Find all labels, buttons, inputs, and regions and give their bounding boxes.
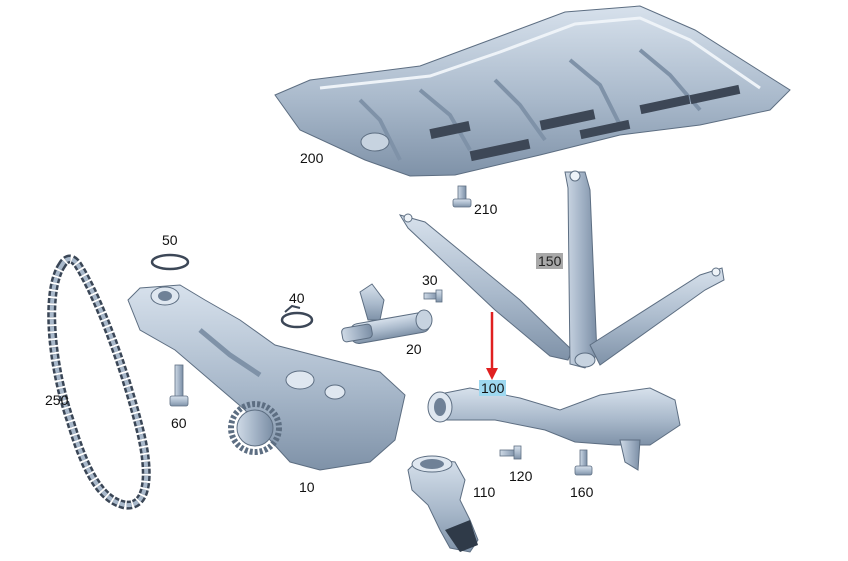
part-40-clip[interactable]: [280, 304, 314, 329]
part-120-bolt[interactable]: [499, 445, 522, 460]
label-150[interactable]: 150: [536, 253, 564, 269]
part-250-chain[interactable]: [47, 254, 151, 510]
selection-arrow: [486, 312, 498, 380]
part-200-shield[interactable]: [274, 5, 791, 177]
label-60[interactable]: 60: [171, 415, 187, 431]
label-110[interactable]: 110: [473, 484, 496, 500]
label-250[interactable]: 250: [45, 392, 69, 408]
label-20[interactable]: 20: [406, 341, 422, 357]
label-160[interactable]: 160: [570, 484, 594, 500]
part-160-bolt[interactable]: [574, 449, 593, 476]
label-120[interactable]: 120: [509, 468, 533, 484]
part-20-valve[interactable]: [341, 283, 433, 345]
label-100[interactable]: 100: [479, 380, 507, 396]
part-30-bolt[interactable]: [423, 289, 443, 303]
part-210-bolt[interactable]: [452, 185, 472, 208]
part-10-oil-pump[interactable]: [127, 284, 406, 471]
part-50-ring[interactable]: [150, 253, 190, 271]
part-150-bracket[interactable]: [398, 170, 725, 369]
label-200[interactable]: 200: [300, 150, 324, 166]
label-10[interactable]: 10: [299, 479, 315, 495]
part-100-intake-pipe[interactable]: [427, 387, 681, 471]
label-50[interactable]: 50: [162, 232, 178, 248]
label-40[interactable]: 40: [289, 290, 305, 306]
part-110-suction-tube[interactable]: [407, 455, 479, 553]
label-30[interactable]: 30: [422, 272, 438, 288]
label-210[interactable]: 210: [474, 201, 498, 217]
part-60-bolt[interactable]: [169, 364, 189, 407]
